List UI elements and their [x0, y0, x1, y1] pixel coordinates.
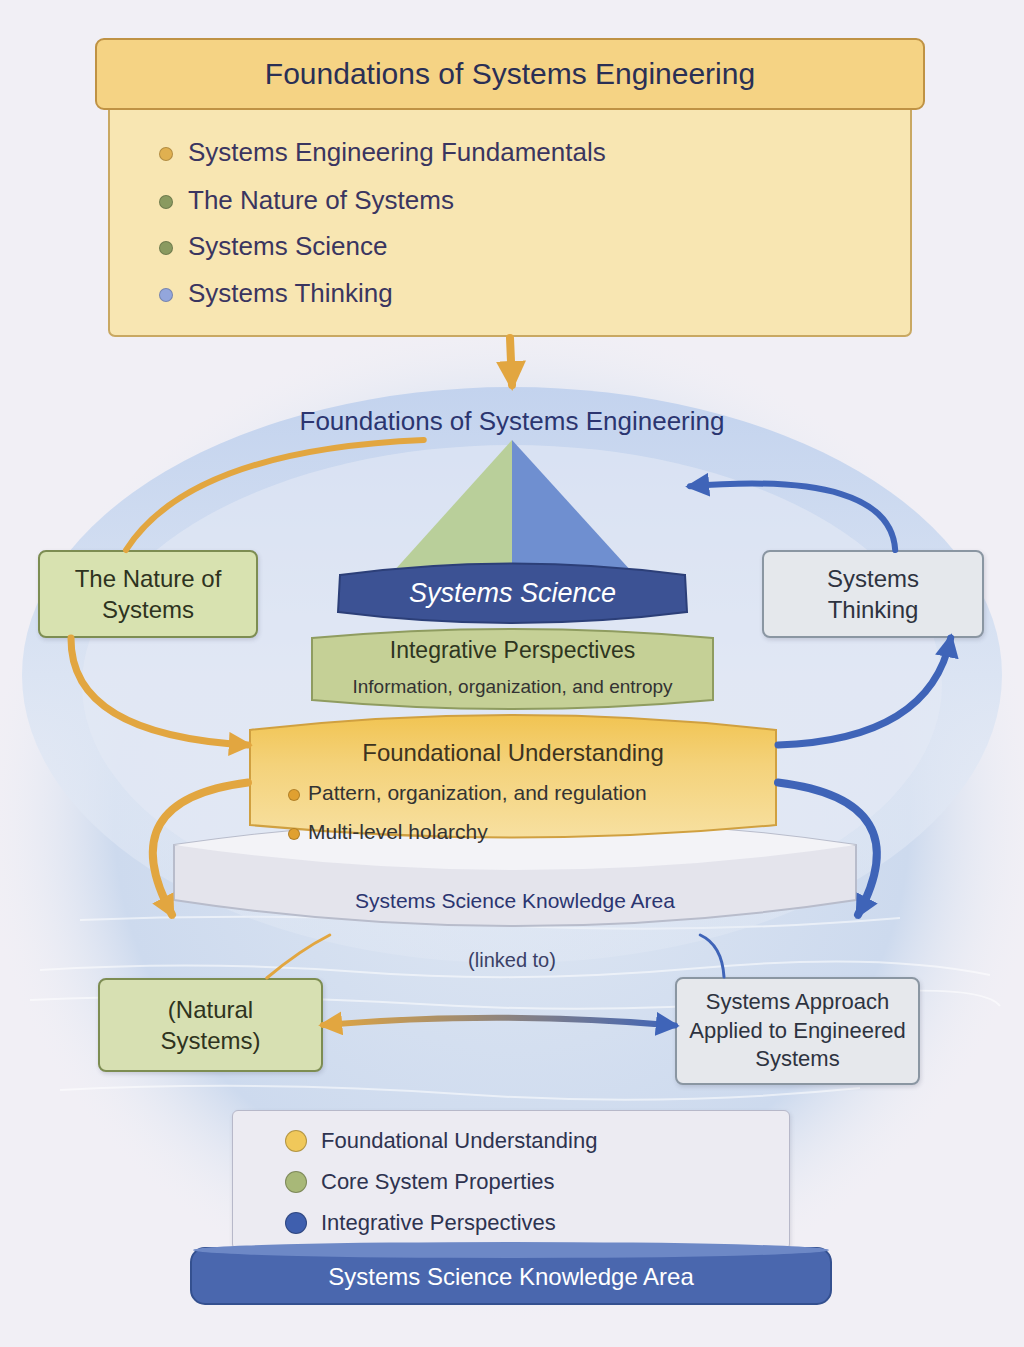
bullet-dot	[159, 195, 173, 209]
foundations-oval: Foundations of Systems EngineeringThe Na…	[20, 385, 1004, 965]
node-text: Systems Science	[188, 230, 888, 263]
node-title: Foundational Understanding	[248, 738, 778, 768]
node-title: The Nature of Systems	[54, 563, 242, 625]
legend-text: Core System Properties	[321, 1168, 771, 1196]
bullet-dot	[288, 789, 300, 801]
node-text: The Nature of Systems	[188, 184, 888, 217]
node-title: Systems Approach Applied to Engineered S…	[687, 988, 908, 1074]
legend-text: Integrative Perspectives	[321, 1209, 771, 1237]
link-note: (linked to)	[412, 948, 612, 973]
legend-swatch	[285, 1171, 307, 1193]
node-title: Systems Science Knowledge Area	[190, 1262, 832, 1292]
legend-swatch	[285, 1130, 307, 1152]
node-title: Systems Science Knowledge Area	[172, 888, 858, 914]
node-outline	[310, 620, 715, 715]
natural-systems-box: (Natural Systems)	[98, 978, 323, 1072]
node-text: Systems Engineering Fundamentals	[188, 136, 888, 169]
node-title: Integrative Perspectives	[310, 636, 715, 665]
water-glow	[0, 320, 1024, 1320]
bullet-dot	[159, 241, 173, 255]
header-box: Foundations of Systems EngineeringSystem…	[95, 38, 925, 338]
legend-text: Foundational Understanding	[321, 1127, 771, 1155]
node-title: Systems Science	[335, 577, 690, 611]
systems-science-apex: Systems Science	[335, 440, 690, 625]
bullet-dot	[159, 147, 173, 161]
node-title: Foundations of Systems Engineering	[95, 55, 925, 93]
integrative-layer: Integrative PerspectivesInformation, org…	[310, 620, 715, 715]
node-text: Systems Thinking	[188, 277, 888, 310]
node-title: Foundations of Systems Engineering	[20, 405, 1004, 438]
node-text: Multi-level holarchy	[308, 819, 768, 845]
flow-arrow	[267, 935, 330, 978]
flow-arrow	[510, 338, 512, 385]
flow-arrow	[700, 935, 724, 977]
systems-thinking-box: Systems Thinking	[762, 550, 984, 638]
legend-swatch	[285, 1212, 307, 1234]
flow-arrow	[323, 1018, 675, 1026]
bullet-dot	[159, 288, 173, 302]
bullet-dot	[288, 828, 300, 840]
knowledge-area-band: Systems Science Knowledge Area	[190, 1240, 832, 1305]
node-text: Information, organization, and entropy	[310, 675, 715, 699]
node-title: Systems Thinking	[794, 563, 952, 625]
foundational-layer: Foundational UnderstandingPattern, organ…	[248, 700, 778, 850]
node-text: Pattern, organization, and regulation	[308, 780, 768, 806]
node-title: (Natural Systems)	[128, 994, 293, 1056]
engineered-systems-box: Systems Approach Applied to Engineered S…	[675, 977, 920, 1085]
legend-box: Foundational UnderstandingCore System Pr…	[232, 1110, 790, 1250]
nature-of-systems-box: The Nature of Systems	[38, 550, 258, 638]
